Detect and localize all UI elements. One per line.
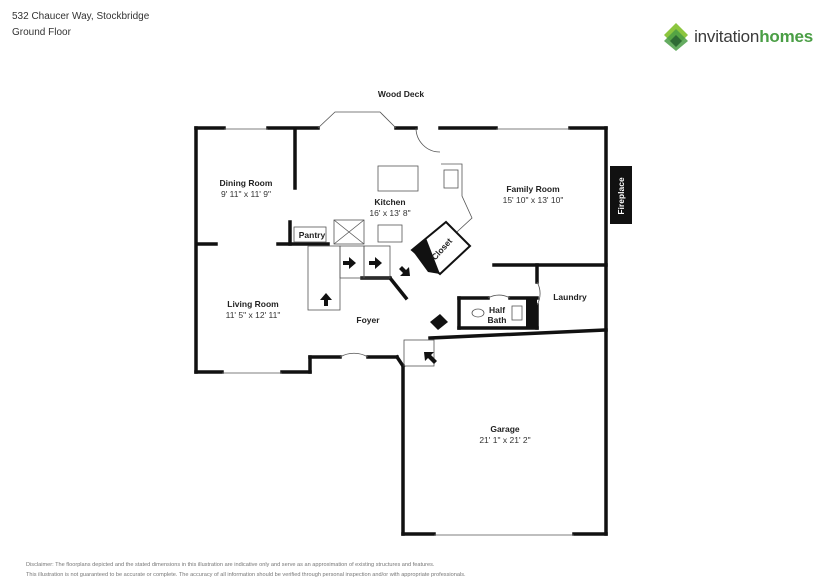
arrow-right-icon [343, 257, 356, 269]
room-name-foyer: Foyer [356, 315, 380, 325]
arrow-right-icon [369, 257, 382, 269]
room-dims-garage: 21' 1" x 21' 2" [479, 435, 530, 445]
room-dims-living: 11' 5" x 12' 11" [226, 310, 281, 320]
arrow-up-icon [320, 293, 332, 306]
room-dims-family: 15' 10" x 13' 10" [503, 195, 564, 205]
wall-fills [430, 298, 537, 330]
disclaimer-line-1: Disclaimer: The floorplans depicted and … [26, 562, 435, 568]
room-name-living: Living Room [227, 299, 279, 309]
room-name-laundry: Laundry [553, 292, 587, 302]
room-name-half-bath-2: Bath [488, 315, 507, 325]
arrow-down-right-icon [399, 266, 410, 276]
logo-mark-icon [664, 23, 689, 51]
logo-text-bold: homes [759, 27, 813, 46]
room-name-pantry: Pantry [299, 230, 326, 240]
logo-wordmark: invitationhomes [694, 27, 813, 47]
room-name-family: Family Room [506, 184, 560, 194]
walls [194, 126, 608, 536]
stair-arrows [320, 257, 437, 364]
floor-label: Ground Floor [12, 27, 71, 38]
room-dims-kitchen: 16' x 13' 8" [369, 208, 410, 218]
room-name-fireplace: Fireplace [616, 177, 626, 215]
disclaimer-line-2: This illustration is not guaranteed to b… [26, 572, 466, 578]
fixtures [222, 111, 574, 536]
room-name-half-bath-1: Half [489, 305, 505, 315]
room-name-deck: Wood Deck [378, 89, 424, 99]
room-dims-dining: 9' 11" x 11' 9" [221, 189, 271, 199]
closet-wall [410, 220, 472, 276]
room-name-dining: Dining Room [220, 178, 273, 188]
room-name-garage: Garage [490, 424, 520, 434]
fireplace-box [610, 166, 632, 224]
logo-text-regular: invitation [694, 27, 760, 46]
brand-logo: invitationhomes [661, 22, 813, 52]
room-name-kitchen: Kitchen [374, 197, 405, 207]
arrow-up-left-icon [424, 352, 437, 364]
property-address: 532 Chaucer Way, Stockbridge [12, 11, 150, 22]
